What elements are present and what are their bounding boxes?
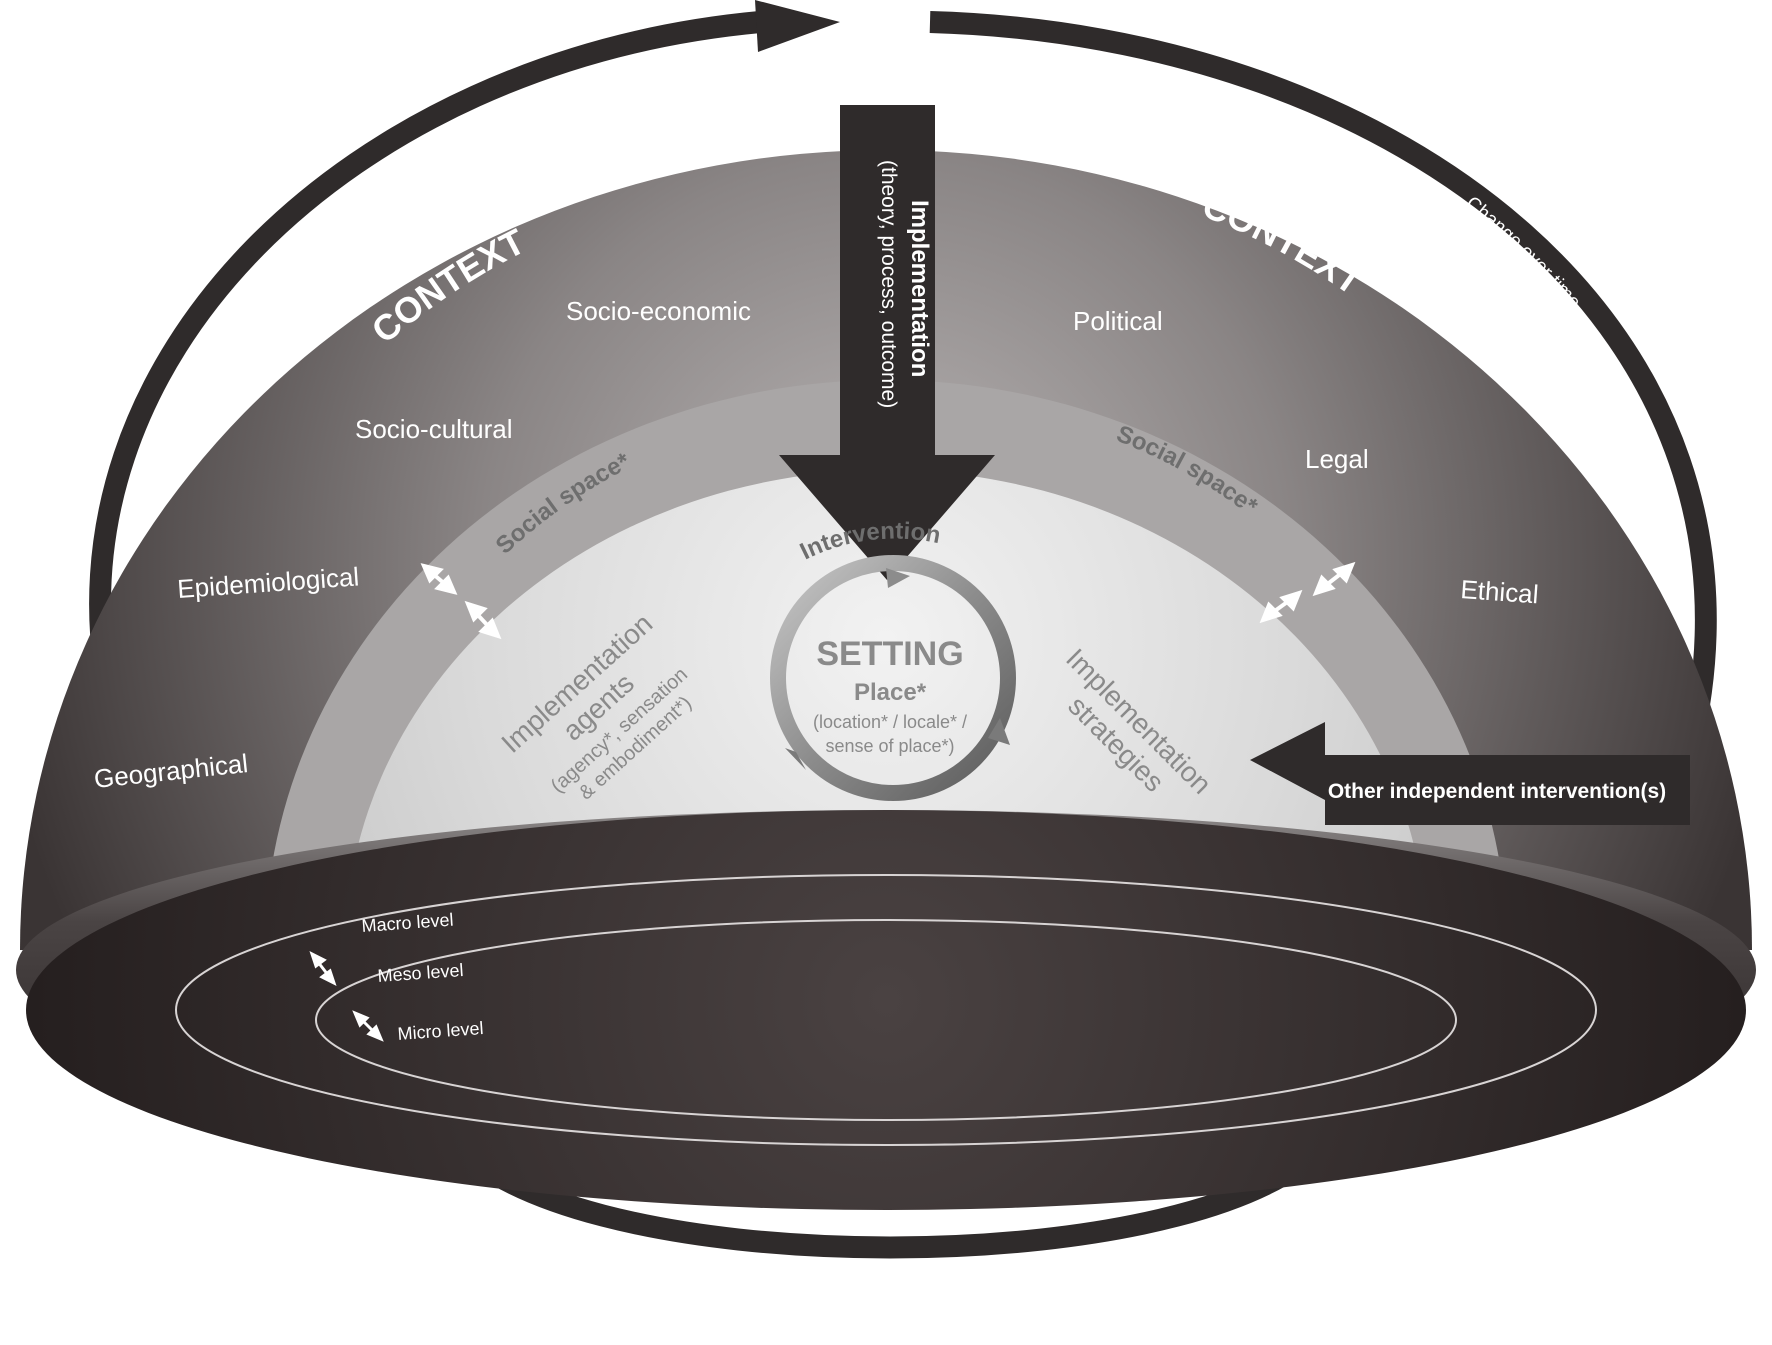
double-arrow-meso-micro (352, 1010, 384, 1042)
political-label: Political (1073, 306, 1163, 336)
place-label: Place* (854, 679, 927, 706)
other-intervention-arrow (1250, 722, 1690, 825)
change-over-time-label-right: Change over time (1462, 193, 1585, 313)
micro-level-ring (315, 919, 1457, 1121)
double-arrow-context-social-right (1312, 561, 1356, 597)
change-over-time-arrow-left (89, 11, 762, 703)
implementation-subtitle: (theory, process, outcome) (877, 160, 900, 408)
place-detail-line-2: sense of place*) (825, 736, 954, 756)
cycle-arrowhead-left (785, 748, 806, 770)
socio-cultural-label: Socio-cultural (355, 414, 513, 444)
double-arrow-social-setting-right (1259, 589, 1303, 624)
change-over-time-arrowhead-left (755, 0, 840, 52)
implementation-label: Implementation (906, 200, 933, 377)
setting-label: SETTING (816, 635, 963, 673)
legal-label: Legal (1305, 444, 1369, 474)
double-arrow-context-social-left (420, 563, 458, 595)
double-arrow-social-setting-left (464, 600, 502, 640)
place-detail-line-1: (location* / locale* / (813, 712, 967, 732)
implementation-arrow (779, 105, 995, 580)
meso-level-ring (175, 874, 1597, 1146)
levels-base (26, 810, 1746, 1210)
cycle-arrowhead-right (988, 718, 1010, 745)
ethical-label: Ethical (1460, 574, 1540, 609)
setting-cycle-ring (770, 555, 1016, 801)
cycle-arrowhead-top (886, 568, 910, 588)
change-over-time-arrow-right (929, 11, 1717, 753)
other-intervention-label: Other independent intervention(s) (1328, 780, 1666, 803)
double-arrow-macro-meso (309, 951, 337, 986)
socio-economic-label: Socio-economic (566, 296, 751, 326)
